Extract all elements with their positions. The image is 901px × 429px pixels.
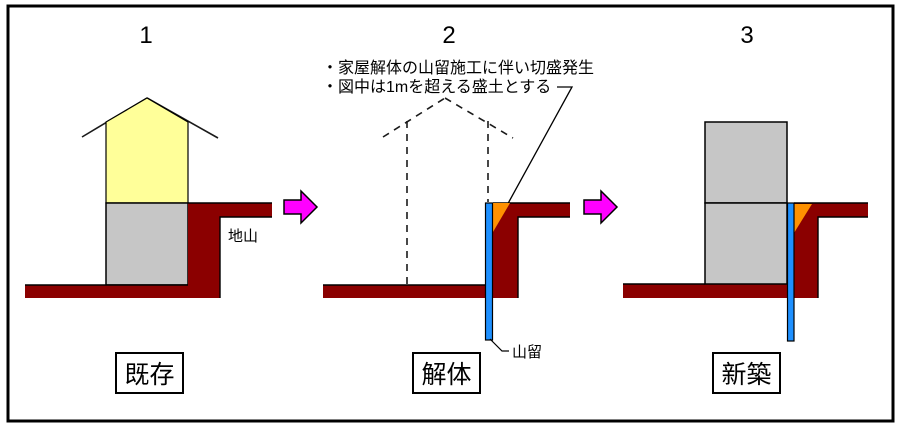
panel2-number: 2: [442, 22, 455, 49]
ground-step-line: [817, 216, 868, 298]
arrow-right-icon: [583, 189, 619, 225]
retaining-wall-label: 山留: [512, 344, 542, 361]
panel-existing: 1 地山 既存: [25, 22, 272, 394]
demolished-house-outline: [382, 97, 514, 284]
annotation-line1: ・家屋解体の山留施工に伴い切盛発生: [322, 59, 594, 77]
caption-existing: 既存: [124, 361, 174, 389]
ground-step-line: [219, 216, 272, 298]
ground-new: [623, 203, 868, 298]
new-building-lower: [704, 202, 788, 285]
ground-existing: [25, 203, 272, 298]
caption-box-new: [712, 352, 781, 394]
house-foundation: [105, 202, 189, 286]
caption-box-existing: [115, 352, 184, 394]
pile-leader-line: [489, 338, 509, 352]
retaining-wall-pile: [484, 202, 494, 341]
panel-demolition: 2 ・家屋解体の山留施工に伴い切盛発生 ・図中は1mを超える盛土とする 山留 解…: [322, 22, 594, 394]
annotation-leader-line: [504, 86, 574, 210]
panel-new-construction: 3 新築: [623, 22, 868, 394]
arrow-right-icon: [283, 189, 319, 225]
retaining-wall-pile: [786, 202, 795, 342]
house-body: [105, 97, 189, 204]
annotation-line2: ・図中は1mを超える盛土とする: [322, 78, 551, 96]
new-building-upper: [704, 121, 788, 204]
fill-wedge: [493, 203, 510, 232]
natural-ground-label: 地山: [228, 228, 258, 245]
ground-step-line: [517, 216, 570, 298]
caption-new: 新築: [721, 361, 771, 389]
caption-box-demolition: [412, 352, 481, 394]
caption-demolition: 解体: [421, 361, 471, 389]
ground-demolition: [323, 203, 570, 298]
fill-wedge: [794, 204, 812, 233]
panel3-number: 3: [740, 22, 753, 49]
panel1-number: 1: [139, 22, 152, 49]
